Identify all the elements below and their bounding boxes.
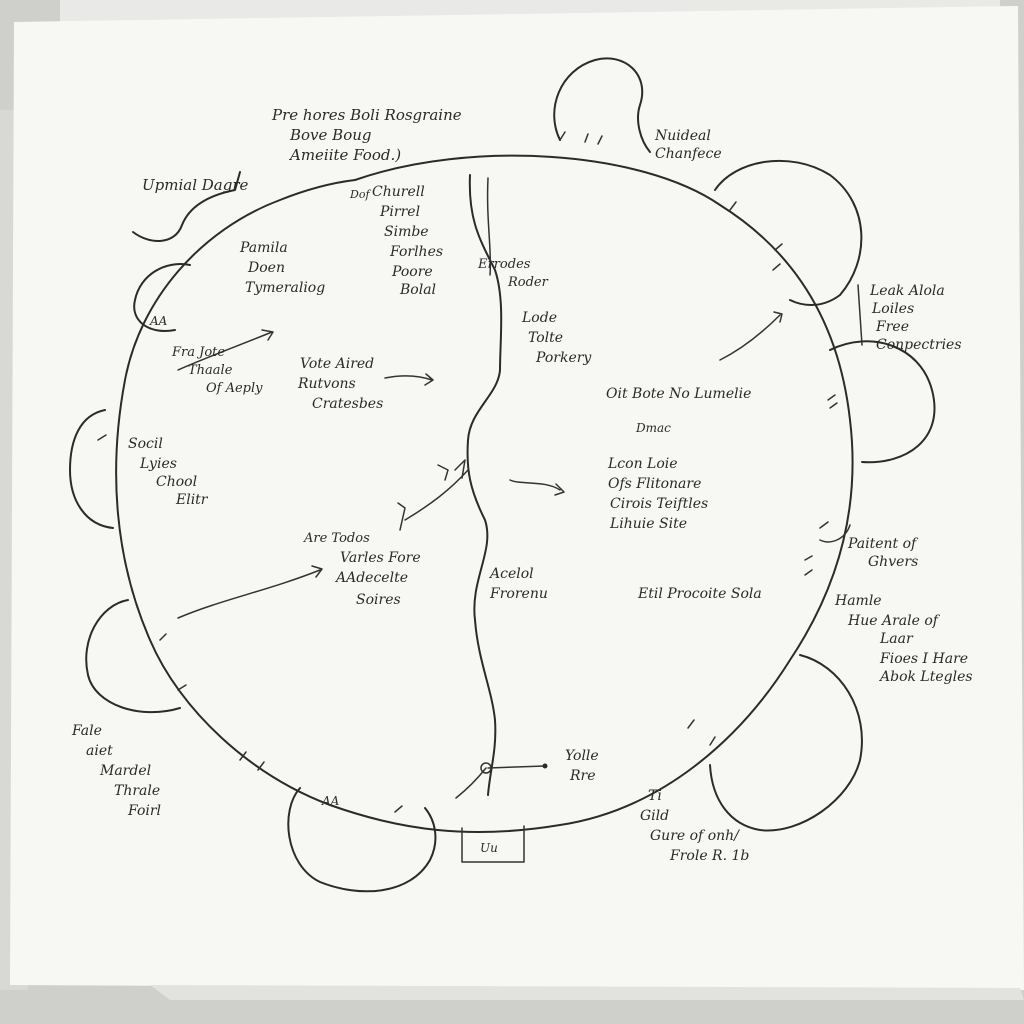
- inside-top-marker: Dof: [349, 188, 371, 201]
- loop-right-3: [709, 654, 863, 832]
- loop-top-left: [132, 171, 241, 243]
- main-circle: [115, 154, 854, 834]
- inside-oit-bote: Oit Bote No Lumelie: [606, 386, 751, 402]
- loop-right-2: [829, 340, 936, 464]
- bottom-node-dot: [542, 763, 548, 769]
- arrow-vote: [384, 373, 434, 386]
- inside-are-todos: Are Todos: [303, 531, 370, 546]
- loop-left-mid: [69, 409, 114, 529]
- bottom-box: [461, 825, 525, 863]
- bracket-are-todos: [397, 502, 406, 531]
- inside-dmac: Dmac: [635, 421, 671, 435]
- underline-fra-jote: [177, 329, 274, 371]
- top-label: Pre hores Boli Rosgraine Bove Boug Ameii…: [271, 106, 466, 164]
- loop-bottom-label: AA: [321, 794, 340, 808]
- arrow-center-circle: [509, 479, 565, 496]
- center-divider: [466, 174, 503, 796]
- center-divider-stub: [486, 177, 492, 276]
- ring-ticks: [97, 131, 838, 813]
- paper-shadow-bottom: [150, 985, 1024, 1000]
- note-upmial: Upmial Dagre: [142, 176, 249, 194]
- center-bracket: [437, 459, 466, 481]
- inside-etil: Etil Procoite Sola: [637, 586, 762, 602]
- bottom-box-label: Uu: [480, 841, 498, 855]
- arrow-left-lower: [177, 565, 323, 619]
- right-brace: [819, 284, 863, 543]
- arrow-right-top: [719, 311, 783, 361]
- loop-left-label: AA: [149, 314, 168, 328]
- loop-top-right: [553, 57, 651, 153]
- arrow-bottom-center: [455, 765, 546, 799]
- loop-left-top: [133, 263, 191, 332]
- loop-left-bottom: [85, 599, 181, 714]
- paper-sheet: [10, 6, 1024, 990]
- loop-right-1: [714, 159, 863, 306]
- bottom-node-circle: [480, 762, 492, 774]
- loop-bottom: [287, 787, 437, 893]
